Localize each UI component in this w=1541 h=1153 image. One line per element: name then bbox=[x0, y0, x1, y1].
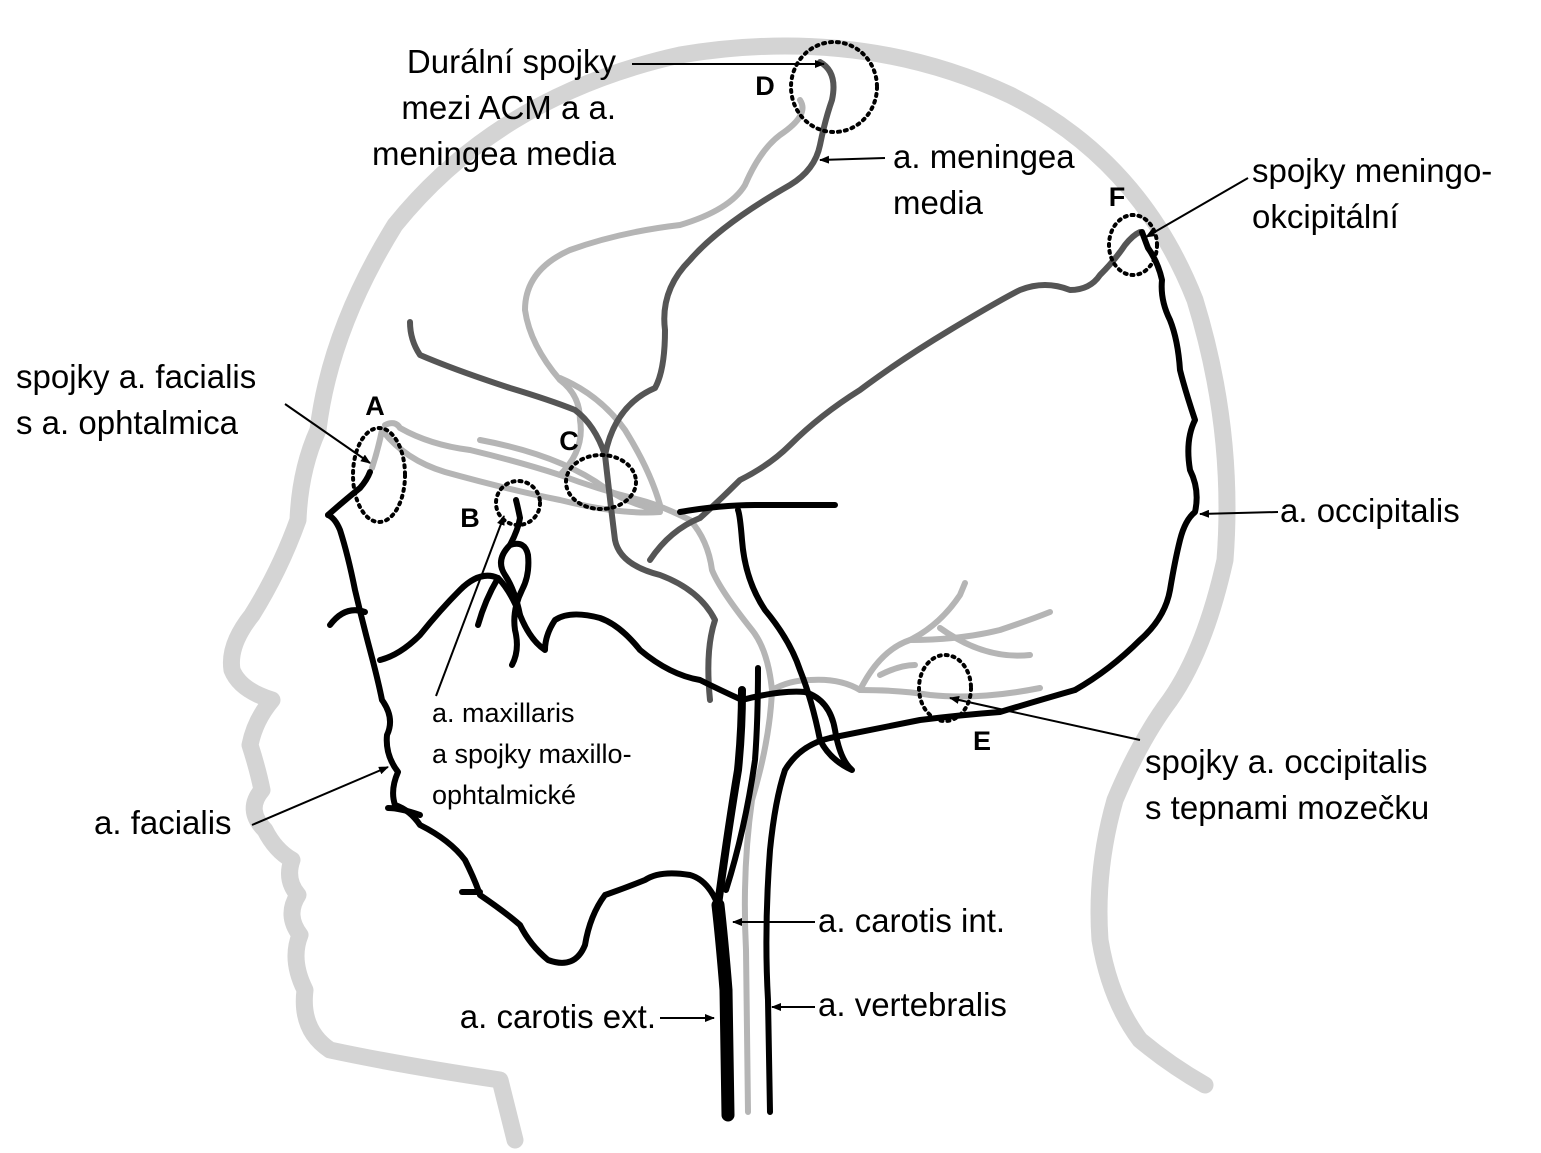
cereb-branch-4 bbox=[880, 665, 915, 675]
light-gray-vessels bbox=[372, 100, 1050, 1112]
maxillary-loop bbox=[501, 544, 528, 665]
occipital-vessel bbox=[1075, 232, 1197, 690]
facial-branch-2 bbox=[388, 808, 420, 815]
label-maxillaris-1: a. maxillaris bbox=[432, 698, 575, 728]
labels: Durální spojky mezi ACM a a. meningea me… bbox=[16, 43, 1492, 1035]
maxillary-branch-left bbox=[478, 578, 498, 625]
label-facoph-2: s a. ophtalmica bbox=[16, 404, 239, 441]
letter-e: E bbox=[973, 726, 991, 756]
circle-e bbox=[919, 655, 971, 721]
label-meningea-1: a. meningea bbox=[893, 138, 1075, 175]
label-occipitalis: a. occipitalis bbox=[1280, 492, 1460, 529]
arrow-facialis bbox=[252, 767, 388, 825]
label-occ-cereb-1: spojky a. occipitalis bbox=[1145, 743, 1427, 780]
arrow-occipitalis bbox=[1200, 512, 1278, 514]
vertebral-vessel bbox=[766, 690, 1075, 1112]
label-occ-cereb-2: s tepnami mozečku bbox=[1145, 789, 1429, 826]
arrow-meningea bbox=[820, 158, 885, 160]
label-dural-3: meningea media bbox=[372, 135, 617, 172]
label-carotis-int: a. carotis int. bbox=[818, 902, 1005, 939]
carotis-ext-trunk bbox=[718, 905, 728, 1115]
label-facialis: a. facialis bbox=[94, 804, 232, 841]
label-carotis-ext: a. carotis ext. bbox=[460, 998, 656, 1035]
label-vertebralis: a. vertebralis bbox=[818, 986, 1007, 1023]
meningea-occipital-branch bbox=[650, 232, 1140, 560]
maxillary-vessel bbox=[380, 576, 742, 700]
label-facoph-1: spojky a. facialis bbox=[16, 358, 256, 395]
label-meningea-2: media bbox=[893, 184, 984, 221]
meningea-media-vessel bbox=[605, 62, 834, 700]
letter-f: F bbox=[1109, 182, 1126, 212]
letter-c: C bbox=[559, 426, 579, 456]
letter-a: A bbox=[365, 391, 385, 421]
label-dural-2: mezi ACM a a. bbox=[401, 89, 616, 126]
label-maxillaris-2: a spojky maxillo- bbox=[432, 739, 632, 769]
label-menoc-2: okcipitální bbox=[1252, 198, 1399, 235]
letter-d: D bbox=[755, 71, 775, 101]
label-maxillaris-3: ophtalmické bbox=[432, 780, 576, 810]
temporal-bar bbox=[680, 505, 835, 512]
letter-b: B bbox=[460, 503, 480, 533]
label-menoc-1: spojky meningo- bbox=[1252, 152, 1492, 189]
facial-upper bbox=[328, 472, 370, 515]
arrow-menoc bbox=[1146, 178, 1248, 237]
label-dural-1: Durální spojky bbox=[407, 43, 617, 80]
black-vessels bbox=[328, 232, 1197, 1115]
